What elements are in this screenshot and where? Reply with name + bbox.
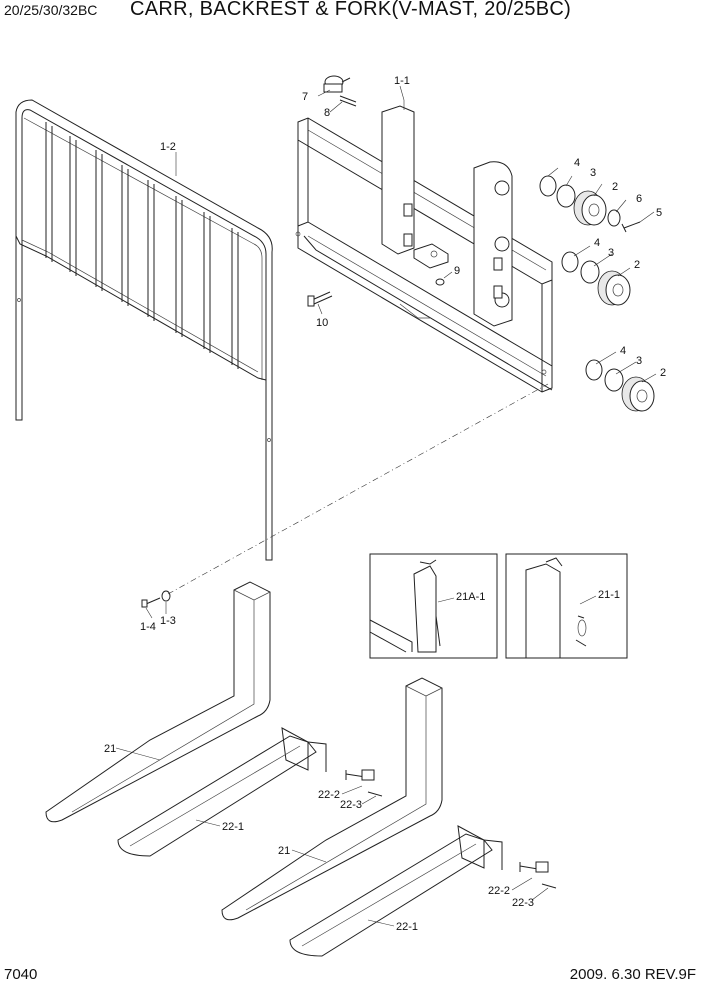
detail-box-21-1: [505, 553, 628, 659]
callout-3-lower: 3: [636, 355, 642, 367]
callout-22-2-right: 22-2: [488, 885, 510, 897]
fork-right: [221, 677, 503, 957]
callout-3-upper: 3: [590, 167, 596, 179]
roller-middle: [561, 251, 631, 306]
bolt-7: [323, 75, 351, 93]
callout-22-1-left: 22-1: [222, 821, 244, 833]
callout-1-1: 1-1: [394, 75, 410, 87]
model-code: 20/25/30/32BC: [4, 2, 98, 18]
callout-21-1: 21-1: [598, 589, 620, 601]
pin-8: [339, 95, 357, 107]
pin-22-2-left: [345, 769, 383, 797]
callout-10: 10: [316, 317, 328, 329]
callout-21A-1: 21A-1: [456, 591, 485, 603]
detail-box-21A-1: [369, 553, 498, 659]
callout-7: 7: [302, 91, 308, 103]
stopper-9: [413, 243, 449, 286]
carriage: [295, 105, 553, 393]
callout-8: 8: [324, 107, 330, 119]
callout-9: 9: [454, 265, 460, 277]
bolt-1-4: [141, 590, 171, 608]
callout-4-middle: 4: [594, 237, 600, 249]
callout-3-middle: 3: [608, 247, 614, 259]
callout-1-2: 1-2: [160, 141, 176, 153]
fork-left: [45, 581, 327, 857]
callout-21-right: 21: [278, 845, 290, 857]
bolt-10: [307, 291, 333, 307]
leader-lines: [115, 85, 657, 927]
backrest: [15, 99, 273, 561]
callout-2-upper: 2: [612, 181, 618, 193]
callout-labels: 1-1 1-2 1-3 1-4 2 2 2 3 3 3 4 4 4 5 6 7 …: [104, 75, 666, 933]
callout-21-left: 21: [104, 743, 116, 755]
callout-6: 6: [636, 193, 642, 205]
roller-upper: [539, 175, 641, 233]
page-title: CARR, BACKREST & FORK(V-MAST, 20/25BC): [130, 0, 572, 20]
callout-2-middle: 2: [634, 259, 640, 271]
callout-5: 5: [656, 207, 662, 219]
callout-2-lower: 2: [660, 367, 666, 379]
callout-4-lower: 4: [620, 345, 626, 357]
callout-22-3-right: 22-3: [512, 897, 534, 909]
page-number: 7040: [4, 966, 38, 983]
callout-4-upper: 4: [574, 157, 580, 169]
callout-1-3: 1-3: [160, 615, 176, 627]
roller-lower: [585, 359, 655, 412]
revision-date: 2009. 6.30 REV.9F: [569, 966, 696, 983]
pin-22-2-right: [519, 861, 557, 889]
callout-1-4: 1-4: [140, 621, 156, 633]
callout-22-3-left: 22-3: [340, 799, 362, 811]
callout-22-1-right: 22-1: [396, 921, 418, 933]
callout-22-2-left: 22-2: [318, 789, 340, 801]
